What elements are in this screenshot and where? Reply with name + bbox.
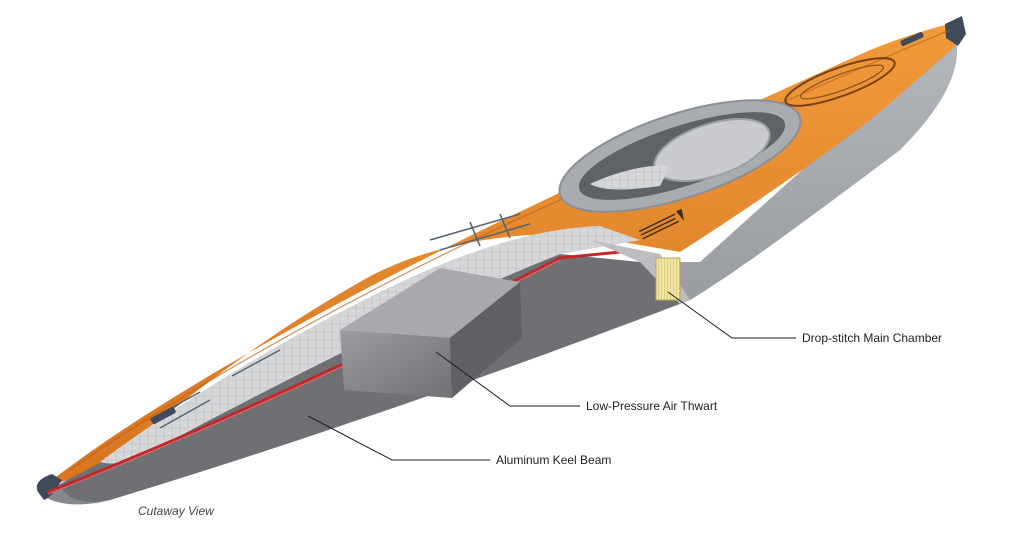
air-thwart-top [340,268,520,338]
leader-keel-beam [307,415,490,461]
label-air-thwart: Low-Pressure Air Thwart [586,399,718,413]
bow-hatch [784,57,896,107]
cockpit-floor [590,165,670,190]
bow-hatch-inner [799,64,885,100]
leader-air-thwart [435,351,580,407]
brand-logo [638,208,685,240]
cutaway-inner-wall [100,226,640,464]
leader-main-chamber [667,291,796,339]
label-keel-beam: Aluminum Keel Beam [496,453,611,467]
bow-tip [945,16,966,46]
bow-handle [900,32,924,46]
deck-crease [69,29,951,471]
air-thwart-side [450,282,522,398]
stern-handle [150,406,176,424]
stern-tip [36,474,62,500]
air-thwart-front [340,330,452,398]
drop-stitch-section [655,257,681,301]
deck-bungee [429,213,531,251]
caption-cutaway-view: Cutaway View [138,504,215,518]
label-main-chamber: Drop-stitch Main Chamber [802,331,942,345]
